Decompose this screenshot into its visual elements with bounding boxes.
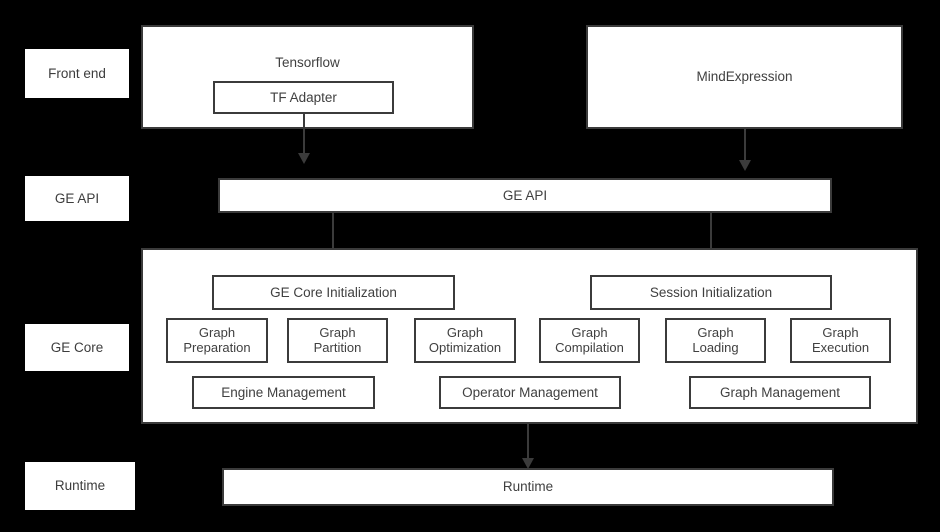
- graph-management-label: Graph Management: [719, 384, 841, 400]
- engine-management-box[interactable]: Engine Management: [192, 376, 375, 409]
- graph-compilation-label-line1: Graph: [571, 324, 608, 340]
- engine-management-label: Engine Management: [221, 384, 346, 400]
- tf-adapter-label: TF Adapter: [270, 89, 337, 105]
- graph-compilation-label-line2: Compilation: [555, 339, 624, 355]
- tensorflow-title: Tensorflow: [275, 55, 340, 70]
- lane-label-runtime: Runtime: [25, 462, 135, 510]
- connector-mindexpression-to-geapi: [744, 129, 746, 162]
- graph-preparation-label-line1: Graph: [198, 324, 236, 340]
- operator-management-box[interactable]: Operator Management: [439, 376, 621, 409]
- graph-compilation-box[interactable]: Graph Compilation: [539, 318, 640, 363]
- session-initialization-box[interactable]: Session Initialization: [590, 275, 832, 310]
- graph-management-box[interactable]: Graph Management: [689, 376, 871, 409]
- lane-label-ge-api: GE API: [25, 176, 129, 221]
- connector-tfadapter-to-geapi: [303, 114, 305, 155]
- lane-label-ge-core-text: GE Core: [50, 339, 104, 355]
- ge-core-initialization-label: GE Core Initialization: [270, 284, 397, 300]
- operator-management-label: Operator Management: [462, 384, 598, 400]
- graph-preparation-box[interactable]: Graph Preparation: [166, 318, 268, 363]
- arrowhead-gecore-to-runtime: [522, 458, 534, 469]
- graph-partition-box[interactable]: Graph Partition: [287, 318, 388, 363]
- graph-optimization-label-line1: Graph: [446, 324, 484, 340]
- lane-label-runtime-text: Runtime: [54, 478, 106, 494]
- session-initialization-label: Session Initialization: [649, 284, 773, 300]
- graph-loading-box[interactable]: Graph Loading: [665, 318, 766, 363]
- runtime-bar[interactable]: Runtime: [222, 468, 834, 506]
- graph-partition-label-line1: Graph: [319, 324, 356, 340]
- graph-optimization-label-line2: Optimization: [428, 339, 502, 355]
- lane-label-ge-core: GE Core: [25, 324, 129, 371]
- ge-api-bar[interactable]: GE API: [218, 178, 832, 213]
- lane-label-front-end: Front end: [25, 49, 129, 98]
- graph-execution-label-line2: Execution: [811, 339, 870, 355]
- graph-partition-label-line2: Partition: [313, 339, 362, 355]
- lane-label-ge-api-text: GE API: [54, 190, 100, 206]
- connector-gecore-to-runtime: [527, 424, 529, 460]
- ge-api-bar-label: GE API: [502, 187, 548, 203]
- graph-preparation-label-line2: Preparation: [183, 339, 251, 355]
- graph-execution-label-line1: Graph: [822, 324, 859, 340]
- tf-adapter-box[interactable]: TF Adapter: [213, 81, 394, 114]
- connector-geapi-to-gecoreinit: [332, 213, 334, 255]
- lane-label-front-end-text: Front end: [48, 65, 106, 81]
- arrowhead-mindexpression-to-geapi: [739, 160, 751, 171]
- runtime-bar-label: Runtime: [502, 479, 554, 495]
- graph-optimization-box[interactable]: Graph Optimization: [414, 318, 516, 363]
- ge-core-initialization-box[interactable]: GE Core Initialization: [212, 275, 455, 310]
- mindexpression-box[interactable]: MindExpression: [586, 25, 903, 129]
- graph-loading-label-line1: Graph: [697, 324, 734, 340]
- connector-geapi-to-sessioninit: [710, 213, 712, 255]
- mindexpression-label: MindExpression: [696, 69, 793, 85]
- graph-execution-box[interactable]: Graph Execution: [790, 318, 891, 363]
- graph-loading-label-line2: Loading: [692, 339, 739, 355]
- arrowhead-tfadapter-to-geapi: [298, 153, 310, 164]
